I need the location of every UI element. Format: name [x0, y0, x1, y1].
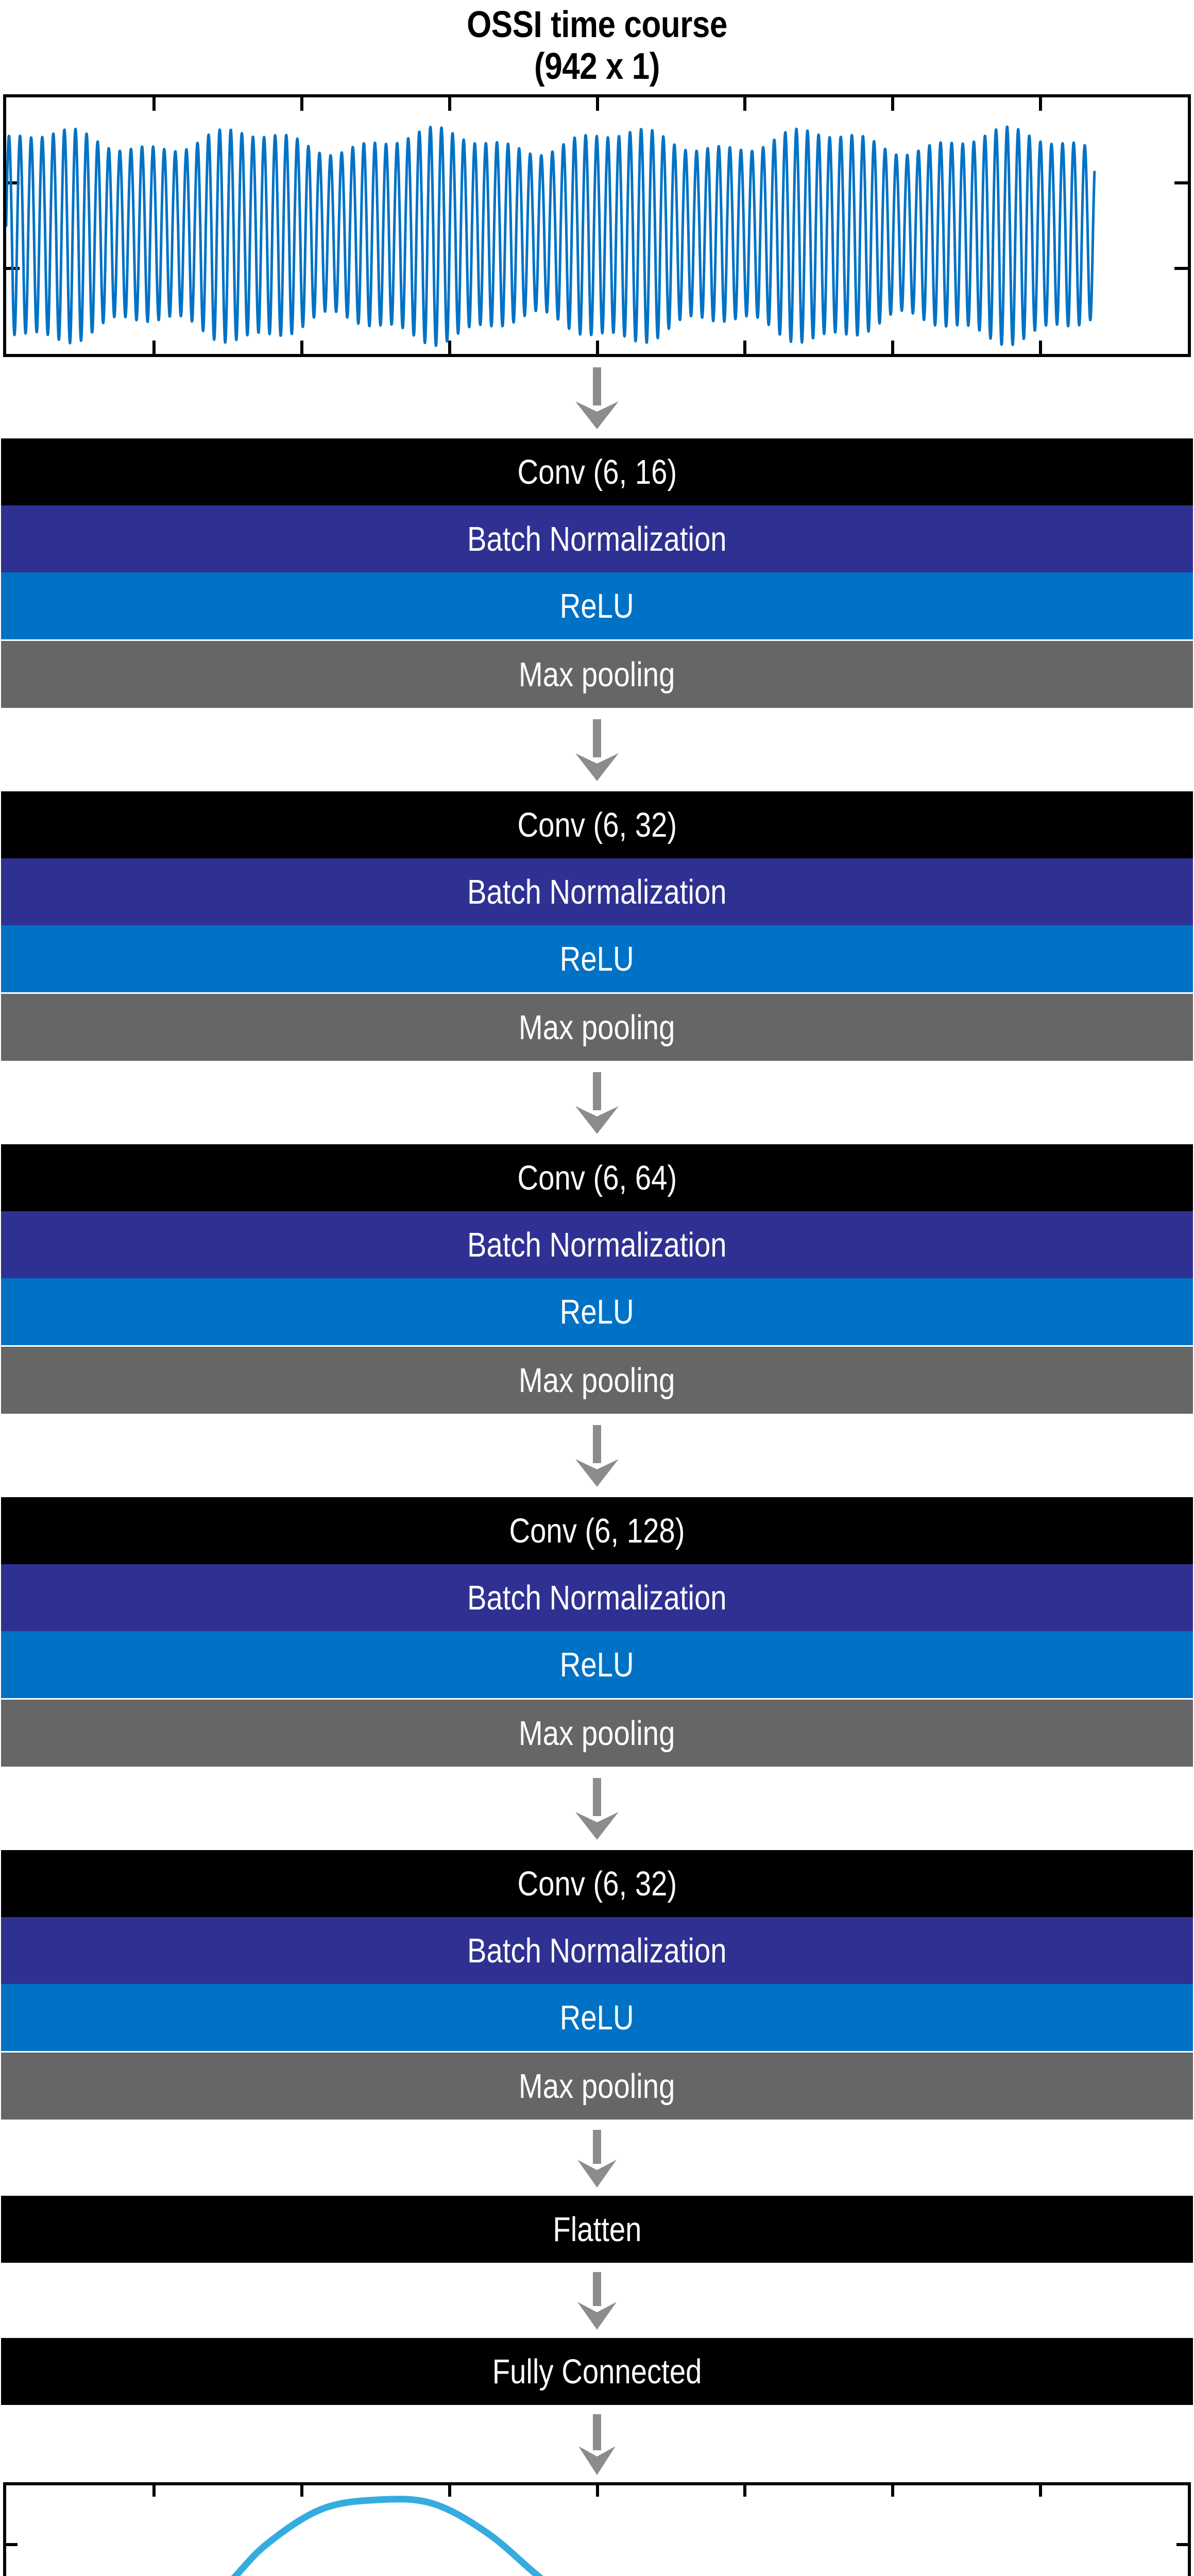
- fully-connected-layer[interactable]: Fully Connected: [1, 2338, 1193, 2405]
- bold-ticks: [6, 2485, 1188, 2547]
- relu-layer-4[interactable]: ReLU: [1, 1631, 1193, 1699]
- maxpool-layer-4-label: Max pooling: [519, 1714, 675, 1753]
- batchnorm-layer-4[interactable]: Batch Normalization: [1, 1564, 1193, 1632]
- down-arrow-icon: [575, 1425, 619, 1487]
- conv-layer-2-label: Conv (6, 32): [517, 805, 677, 844]
- bar-separator: [0, 1698, 1194, 1700]
- conv-block-1: Conv (6, 16) Batch Normalization ReLU Ma…: [0, 438, 1194, 708]
- ossi-signal-line: [6, 125, 1096, 347]
- batchnorm-layer-5[interactable]: Batch Normalization: [1, 1917, 1193, 1985]
- relu-layer-1-label: ReLU: [560, 586, 634, 625]
- maxpool-layer-5[interactable]: Max pooling: [1, 2053, 1193, 2120]
- batchnorm-layer-4-label: Batch Normalization: [467, 1578, 727, 1617]
- relu-layer-5[interactable]: ReLU: [1, 1984, 1193, 2052]
- batchnorm-layer-1[interactable]: Batch Normalization: [1, 505, 1193, 573]
- conv-layer-2[interactable]: Conv (6, 32): [1, 791, 1193, 859]
- relu-layer-2-label: ReLU: [560, 939, 634, 978]
- conv-layer-5-label: Conv (6, 32): [517, 1864, 677, 1903]
- batchnorm-layer-3-label: Batch Normalization: [467, 1225, 727, 1264]
- bold-signal-line: [231, 2496, 543, 2576]
- bar-separator: [0, 639, 1194, 641]
- maxpool-layer-1-label: Max pooling: [519, 655, 675, 694]
- down-arrow-icon: [578, 2414, 616, 2476]
- down-arrow-icon: [575, 1072, 619, 1134]
- conv-layer-1-label: Conv (6, 16): [517, 452, 677, 492]
- input-title: OSSI time course (942 x 1): [0, 4, 1194, 87]
- flatten-layer[interactable]: Flatten: [1, 2196, 1193, 2263]
- ossi-time-course-plot: [3, 94, 1191, 358]
- relu-layer-4-label: ReLU: [560, 1645, 634, 1684]
- maxpool-layer-3-label: Max pooling: [519, 1361, 675, 1400]
- flatten-layer-label: Flatten: [552, 2210, 642, 2249]
- bar-separator: [0, 992, 1194, 994]
- conv-layer-1[interactable]: Conv (6, 16): [1, 438, 1193, 506]
- bar-separator: [0, 1345, 1194, 1347]
- down-arrow-icon: [575, 367, 619, 430]
- maxpool-layer-2-label: Max pooling: [519, 1008, 675, 1047]
- relu-layer-3-label: ReLU: [560, 1292, 634, 1331]
- conv-layer-3-label: Conv (6, 64): [517, 1158, 677, 1197]
- bold-time-course-plot: [3, 2482, 1191, 2576]
- ossi-ticks: [6, 97, 1188, 354]
- fully-connected-layer-label: Fully Connected: [492, 2352, 702, 2391]
- conv-block-5: Conv (6, 32) Batch Normalization ReLU Ma…: [0, 1850, 1194, 2120]
- conv-layer-3[interactable]: Conv (6, 64): [1, 1144, 1193, 1212]
- batchnorm-layer-2[interactable]: Batch Normalization: [1, 858, 1193, 926]
- conv-layer-5[interactable]: Conv (6, 32): [1, 1850, 1193, 1918]
- batchnorm-layer-3[interactable]: Batch Normalization: [1, 1211, 1193, 1279]
- batchnorm-layer-5-label: Batch Normalization: [467, 1931, 727, 1970]
- conv-block-4: Conv (6, 128) Batch Normalization ReLU M…: [0, 1497, 1194, 1767]
- bar-separator: [0, 2051, 1194, 2053]
- relu-layer-5-label: ReLU: [560, 1998, 634, 2037]
- input-shape-text: (942 x 1): [534, 45, 660, 87]
- batchnorm-layer-2-label: Batch Normalization: [467, 872, 727, 911]
- input-title-text: OSSI time course: [467, 4, 727, 45]
- batchnorm-layer-1-label: Batch Normalization: [467, 519, 727, 558]
- relu-layer-2[interactable]: ReLU: [1, 925, 1193, 993]
- relu-layer-3[interactable]: ReLU: [1, 1278, 1193, 1346]
- ossi-signal-svg: [6, 97, 1188, 354]
- down-arrow-icon: [577, 2130, 617, 2188]
- maxpool-layer-5-label: Max pooling: [519, 2066, 675, 2106]
- relu-layer-1[interactable]: ReLU: [1, 572, 1193, 640]
- conv-block-2: Conv (6, 32) Batch Normalization ReLU Ma…: [0, 791, 1194, 1061]
- down-arrow-icon: [575, 1778, 619, 1840]
- conv-layer-4-label: Conv (6, 128): [509, 1511, 685, 1550]
- down-arrow-icon: [575, 719, 619, 782]
- down-arrow-icon: [577, 2272, 617, 2330]
- maxpool-layer-1[interactable]: Max pooling: [1, 641, 1193, 708]
- conv-block-3: Conv (6, 64) Batch Normalization ReLU Ma…: [0, 1144, 1194, 1414]
- bold-signal-svg: [6, 2485, 1188, 2576]
- maxpool-layer-3[interactable]: Max pooling: [1, 1347, 1193, 1414]
- conv-layer-4[interactable]: Conv (6, 128): [1, 1497, 1193, 1565]
- maxpool-layer-4[interactable]: Max pooling: [1, 1700, 1193, 1767]
- maxpool-layer-2[interactable]: Max pooling: [1, 994, 1193, 1061]
